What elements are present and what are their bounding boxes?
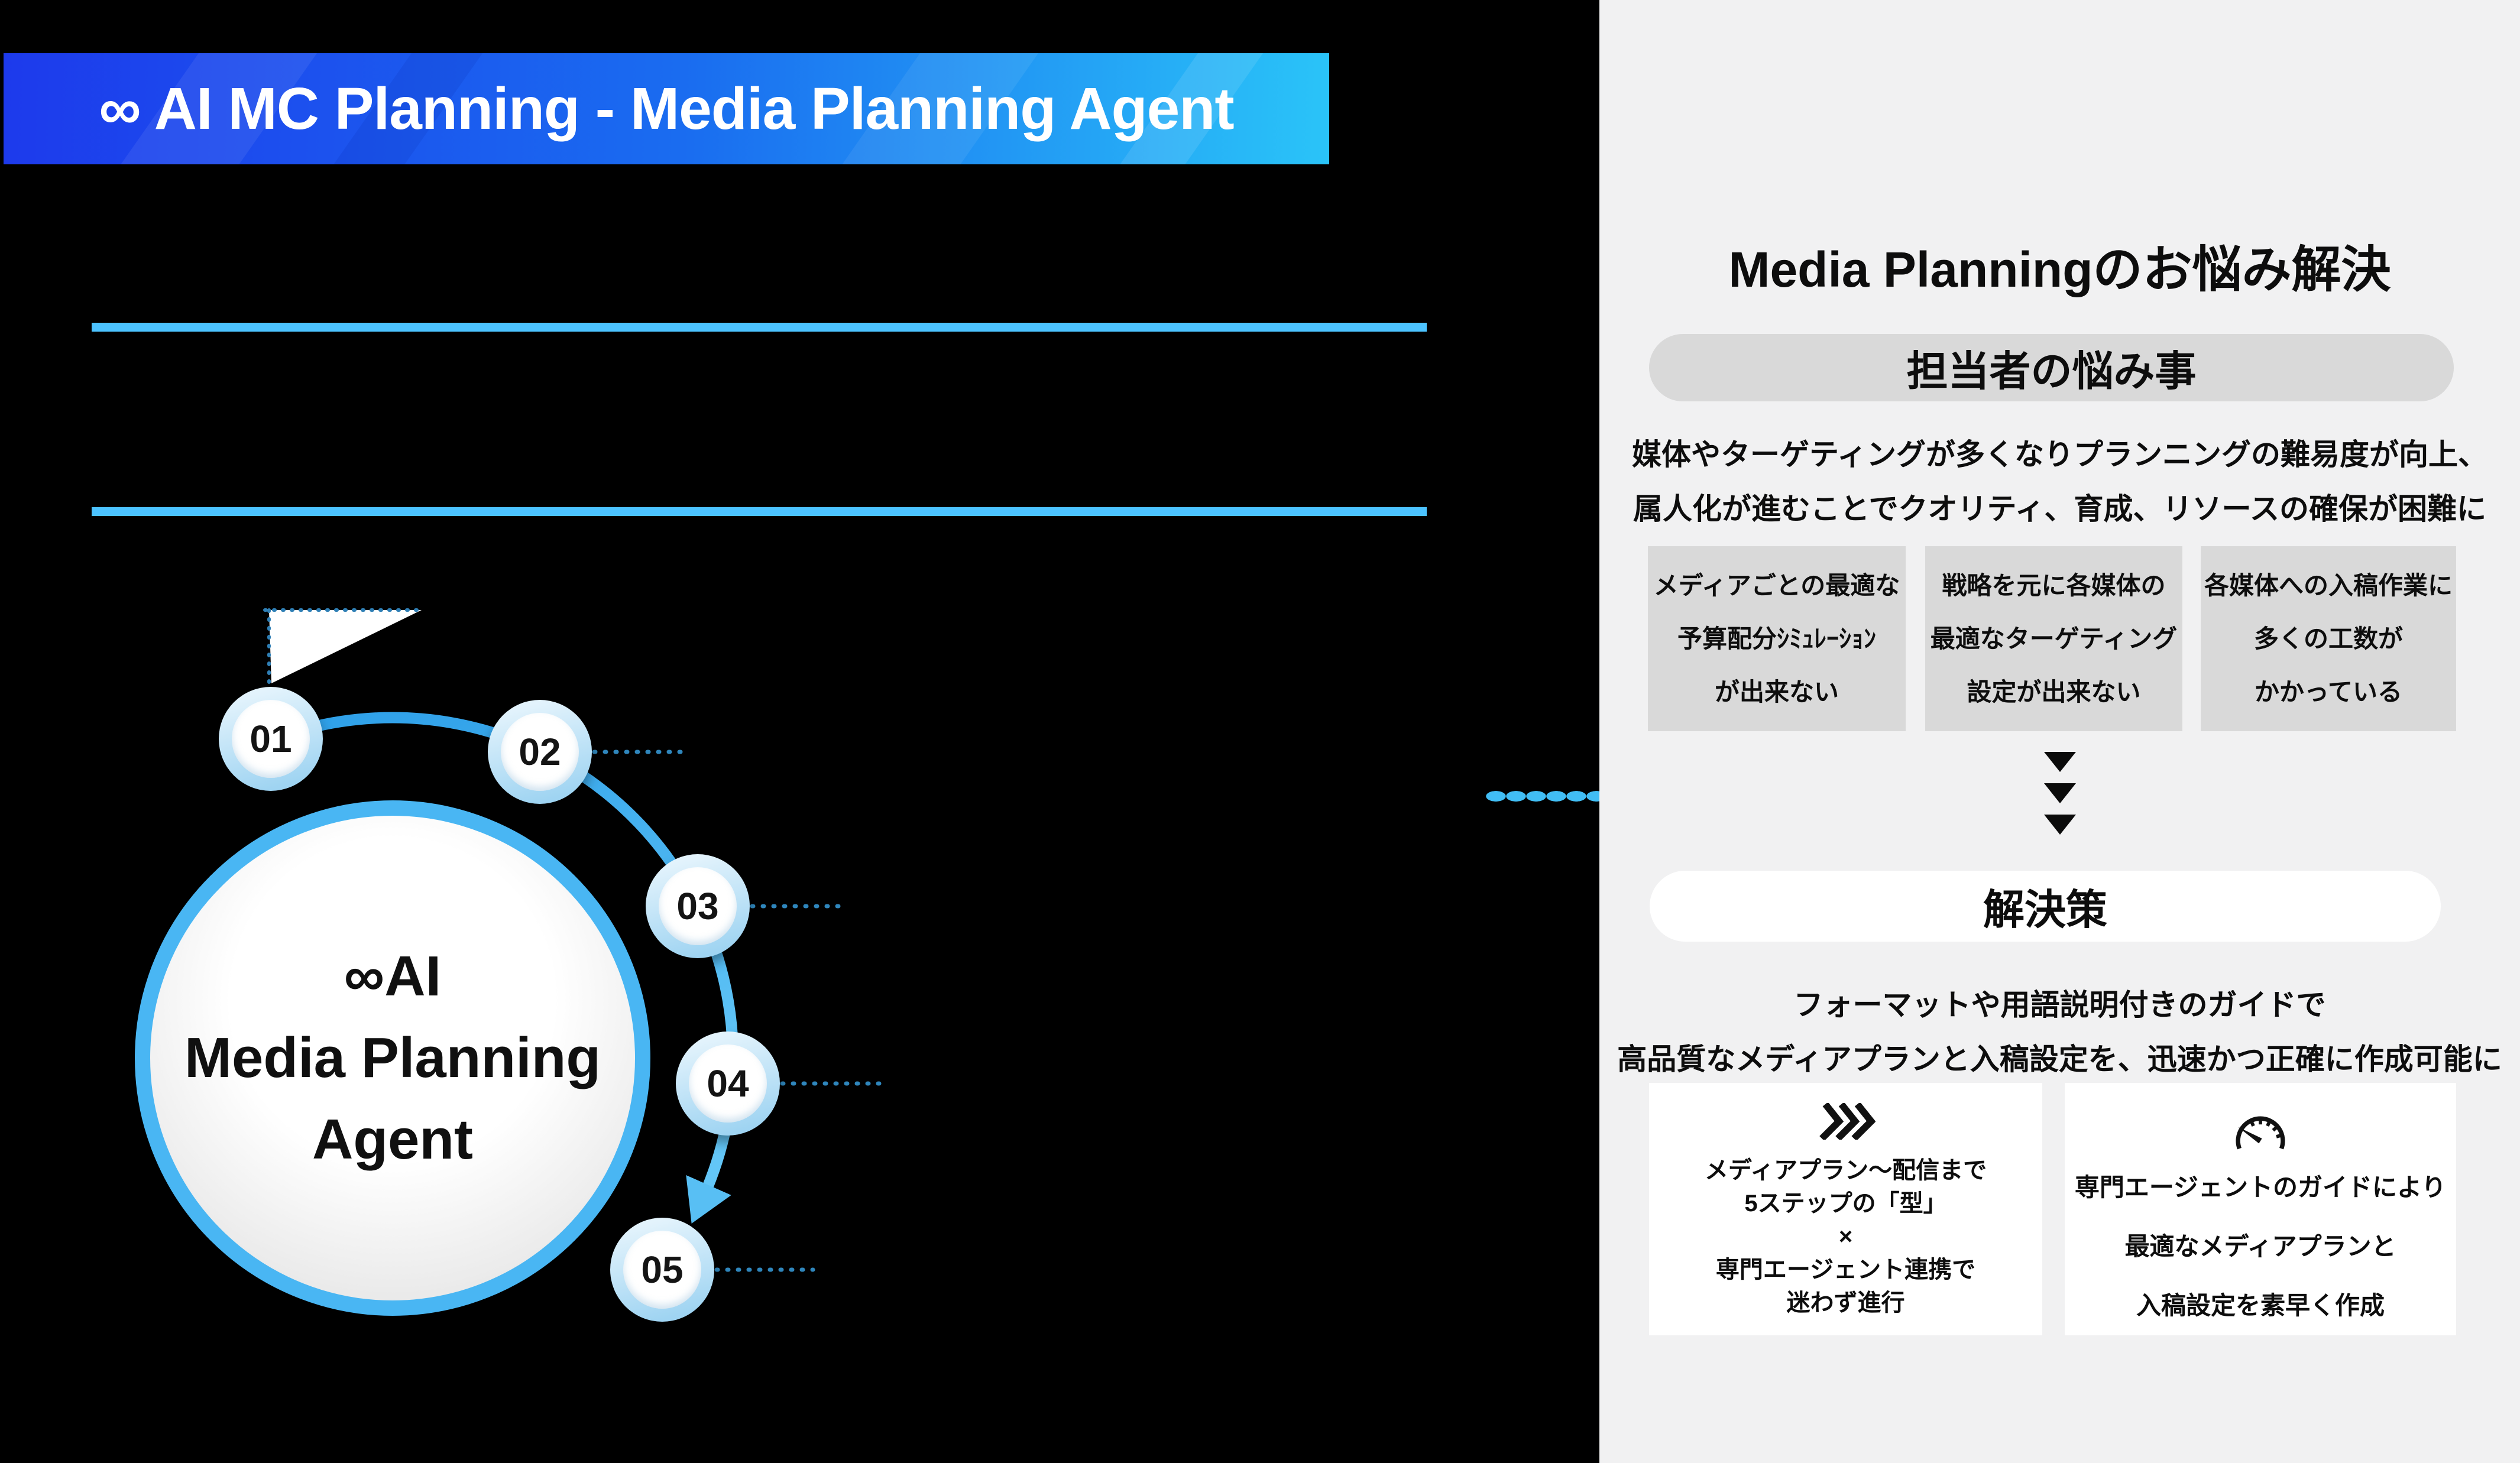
- divider-line-bottom: [92, 507, 1427, 516]
- solution-card-line: 入稿設定を素早く作成: [2136, 1292, 2385, 1319]
- divider-line-top: [92, 323, 1427, 332]
- down-arrows: [1599, 752, 2520, 846]
- problem-heading-pill: 担当者の悩み事: [1649, 334, 2454, 401]
- solution-heading-label: 解決策: [1983, 886, 2107, 933]
- problem-card-line: かかっている: [2255, 677, 2402, 706]
- step-bubble-02: 02: [488, 700, 592, 804]
- step-bubble-05: 05: [610, 1218, 714, 1322]
- problem-card-line: 設定が出来ない: [1967, 677, 2141, 706]
- solution-card-multiply-sign: ×: [1838, 1224, 1853, 1250]
- step-bubble-01: 01: [219, 687, 323, 791]
- fast-forward-icon: [1819, 1103, 1876, 1140]
- problem-card-targeting: 戦略を元に各媒体の 最適なターゲティング 設定が出来ない: [1925, 546, 2182, 731]
- agent-circle: ∞AI Media Planning Agent: [135, 800, 650, 1316]
- problem-card-line: 最適なターゲティング: [1930, 624, 2178, 653]
- title-banner: ∞ AI MC Planning - Media Planning Agent: [4, 53, 1329, 164]
- solution-card-line: 専門エージェント連携で: [1715, 1257, 1976, 1283]
- problem-card-line: メディアごとの最適な: [1653, 571, 1900, 599]
- solution-description: フォーマットや用語説明付きのガイドで 高品質なメディアプランと入稿設定を、迅速か…: [1599, 978, 2520, 1086]
- step-number: 02: [519, 731, 561, 773]
- solution-heading-pill: 解決策: [1650, 871, 2441, 942]
- down-triangle-icon: [2043, 752, 2076, 772]
- solution-card-steps: メディアプラン～配信まで 5ステップの「型」 × 専門エージェント連携で 迷わず…: [1649, 1083, 2042, 1335]
- agent-circle-line3: Agent: [312, 1108, 473, 1171]
- problem-card-line: 多くの工数が: [2253, 624, 2403, 653]
- problem-card-budget: メディアごとの最適な 予算配分ｼﾐｭﾚｰｼｮﾝ が出来ない: [1648, 546, 1906, 731]
- solution-card-line: メディアプラン～配信まで: [1704, 1157, 1987, 1183]
- agent-circle-line1: ∞AI: [344, 945, 442, 1008]
- down-triangle-icon: [2043, 783, 2076, 803]
- step-number: 04: [707, 1062, 749, 1105]
- step-number: 01: [250, 718, 292, 760]
- solution-card-line: 迷わず進行: [1786, 1290, 1905, 1316]
- problem-card-line: が出来ない: [1714, 677, 1839, 706]
- problem-desc-line1: 媒体やターゲティングが多くなりプランニングの難易度が向上、: [1632, 438, 2487, 471]
- problem-description: 媒体やターゲティングが多くなりプランニングの難易度が向上、 属人化が進むことでク…: [1599, 427, 2520, 536]
- problem-card-line: 各媒体への入稿作業に: [2204, 571, 2453, 599]
- solution-desc-line1: フォーマットや用語説明付きのガイドで: [1793, 988, 2326, 1021]
- problem-card-line: 予算配分ｼﾐｭﾚｰｼｮﾝ: [1677, 624, 1876, 653]
- solution-card-line: 専門エージェントのガイドにより: [2074, 1173, 2447, 1201]
- gauge-icon: [2236, 1116, 2285, 1150]
- flag-icon: [269, 610, 422, 683]
- panel-title: Media Planningのお悩み解決: [1728, 242, 2391, 297]
- solution-card-line: 最適なメディアプランと: [2124, 1232, 2396, 1260]
- step-bubble-04: 04: [676, 1031, 780, 1136]
- solution-desc-line2: 高品質なメディアプランと入稿設定を、迅速かつ正確に作成可能に: [1617, 1043, 2502, 1076]
- agent-circle-line2: Media Planning: [184, 1026, 601, 1089]
- down-triangle-icon: [2043, 815, 2076, 835]
- solution-panel: Media Planningのお悩み解決 担当者の悩み事 媒体やターゲティングが…: [1599, 0, 2520, 1463]
- problem-card-line: 戦略を元に各媒体の: [1942, 571, 2166, 599]
- step-number: 05: [641, 1248, 684, 1291]
- problem-desc-line2: 属人化が進むことでクオリティ、育成、リソースの確保が困難に: [1633, 492, 2486, 525]
- solution-card-line: 5ステップの「型」: [1744, 1190, 1947, 1217]
- solution-card-speed: 専門エージェントのガイドにより 最適なメディアプランと 入稿設定を素早く作成: [2065, 1083, 2456, 1335]
- slide-title: ∞ AI MC Planning - Media Planning Agent: [99, 75, 1234, 142]
- step-number: 03: [676, 885, 719, 927]
- problem-card-workload: 各媒体への入稿作業に 多くの工数が かかっている: [2201, 546, 2456, 731]
- problem-heading-label: 担当者の悩み事: [1906, 348, 2197, 394]
- step-bubble-03: 03: [646, 854, 750, 958]
